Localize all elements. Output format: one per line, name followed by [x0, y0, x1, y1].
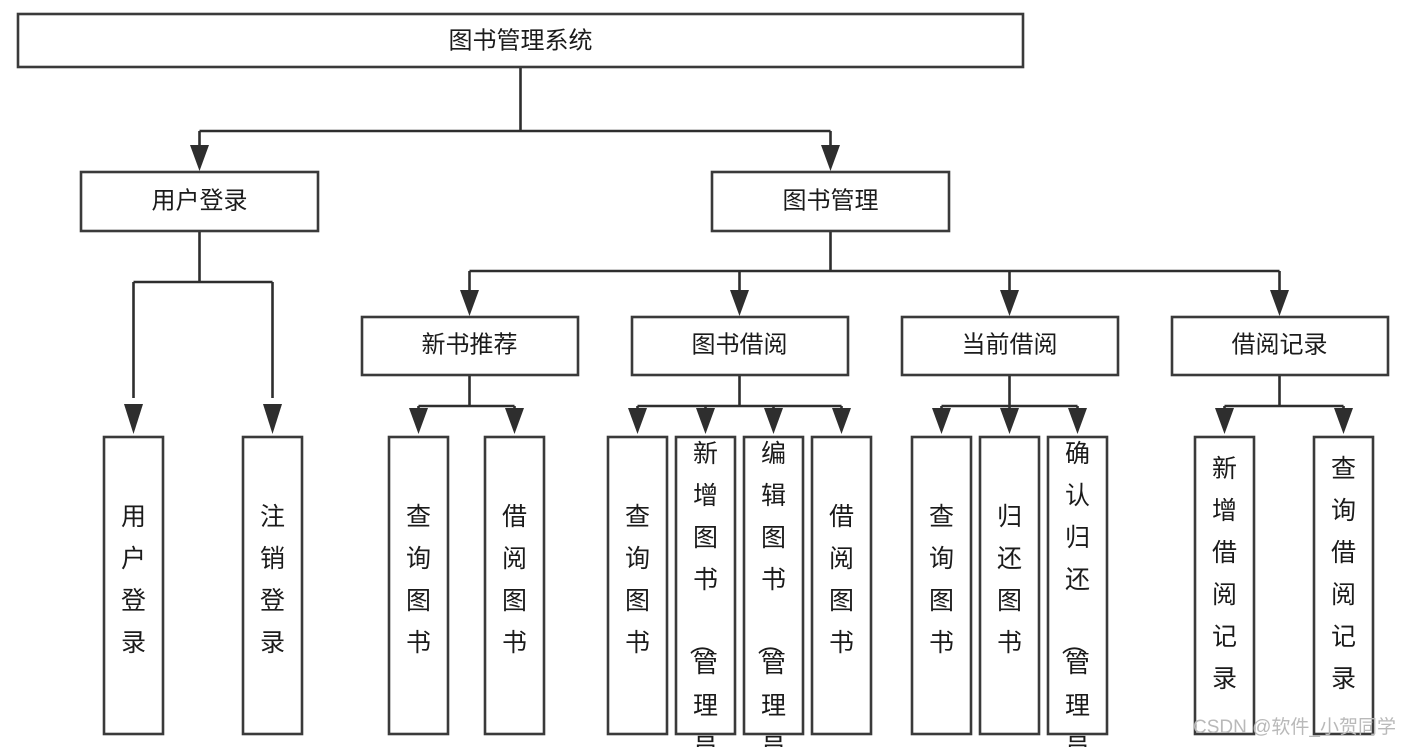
leaf-label: 编辑图书（管理员）: [755, 440, 786, 747]
new-book-recommend-box[interactable]: [360, 315, 580, 377]
node-book-manage[interactable]: 图书管理: [710, 170, 951, 233]
book-manage-label: 图书管理: [783, 187, 879, 214]
root-box[interactable]: [16, 12, 1025, 69]
leaf-label: 新增借阅记录: [1212, 455, 1237, 693]
borrow-records-box[interactable]: [1170, 315, 1390, 377]
user-login-label: 用户登录: [152, 187, 248, 214]
leaf-book-borrow-0[interactable]: 查询图书: [606, 435, 669, 736]
leaf-borrow-records-1[interactable]: 查询借阅记录: [1312, 435, 1375, 736]
leaf-label: 查询图书: [406, 503, 431, 657]
leaf-current-borrow-2[interactable]: 确认归还（管理员）: [1046, 435, 1109, 747]
node-user-login[interactable]: 用户登录: [79, 170, 320, 233]
leaf-label: 用户登录: [121, 503, 146, 657]
leaf-label: 确认归还（管理员）: [1059, 440, 1090, 747]
leaf-box[interactable]: [674, 435, 737, 736]
leaf-new-book-recommend-0[interactable]: 查询图书: [387, 435, 450, 736]
leaf-box[interactable]: [910, 435, 973, 736]
arrow-leaf-user-login-2: [263, 404, 282, 434]
arrow-leaf-user-login-1: [124, 404, 143, 434]
root-label: 图书管理系统: [449, 27, 593, 54]
node-book-borrow[interactable]: 图书借阅: [630, 315, 850, 377]
leaf-box[interactable]: [241, 435, 304, 736]
leaf-box[interactable]: [1046, 435, 1109, 736]
leaf-box[interactable]: [978, 435, 1041, 736]
arrow-leaf-book-borrow-3: [764, 408, 783, 434]
arrow-leaf-book-borrow-1: [628, 408, 647, 434]
user-login-box[interactable]: [79, 170, 320, 233]
leaf-label: 新增图书（管理员）: [687, 440, 718, 747]
leaf-box[interactable]: [1193, 435, 1256, 736]
arrow-leaf-book-borrow-2: [696, 408, 715, 434]
leaf-book-borrow-1[interactable]: 新增图书（管理员）: [674, 435, 737, 747]
current-borrow-label: 当前借阅: [962, 331, 1058, 358]
leaf-label: 借阅图书: [829, 503, 854, 657]
leaf-current-borrow-0[interactable]: 查询图书: [910, 435, 973, 736]
book-manage-box[interactable]: [710, 170, 951, 233]
arrow-book-borrow: [730, 290, 749, 316]
arrow-book-manage: [821, 145, 840, 171]
leaf-label: 查询图书: [625, 503, 650, 657]
arrow-leaf-current-borrow-2: [1000, 408, 1019, 434]
current-borrow-box[interactable]: [900, 315, 1120, 377]
leaf-user-login-0[interactable]: 用户登录: [102, 435, 165, 736]
leaf-new-book-recommend-1[interactable]: 借阅图书: [483, 435, 546, 736]
node-new-book-recommend[interactable]: 新书推荐: [360, 315, 580, 377]
arrow-leaf-new-book-2: [505, 408, 524, 434]
csdn-watermark: CSDN @软件_小贺同学: [1193, 716, 1396, 738]
new-book-recommend-label: 新书推荐: [422, 331, 518, 358]
borrow-records-label: 借阅记录: [1232, 331, 1328, 358]
leaf-user-login-1[interactable]: 注销登录: [241, 435, 304, 736]
leaf-label: 查询借阅记录: [1331, 455, 1356, 693]
book-borrow-box[interactable]: [630, 315, 850, 377]
node-current-borrow[interactable]: 当前借阅: [900, 315, 1120, 377]
leaf-label: 归还图书: [997, 503, 1022, 657]
arrow-user-login: [190, 145, 209, 171]
leaf-label: 查询图书: [929, 503, 954, 657]
leaf-box[interactable]: [387, 435, 450, 736]
leaf-current-borrow-1[interactable]: 归还图书: [978, 435, 1041, 736]
leaf-box[interactable]: [102, 435, 165, 736]
leaf-label: 借阅图书: [502, 503, 527, 657]
leaf-book-borrow-2[interactable]: 编辑图书（管理员）: [742, 435, 805, 747]
arrow-leaf-current-borrow-1: [932, 408, 951, 434]
node-root[interactable]: 图书管理系统: [16, 12, 1025, 69]
arrow-borrow-records: [1270, 290, 1289, 316]
arrow-leaf-current-borrow-3: [1068, 408, 1087, 434]
leaf-label: 注销登录: [260, 503, 285, 657]
arrow-current-borrow: [1000, 290, 1019, 316]
arrow-leaf-new-book-1: [409, 408, 428, 434]
leaf-box[interactable]: [483, 435, 546, 736]
arrow-new-book: [460, 290, 479, 316]
arrow-leaf-borrow-records-1: [1215, 408, 1234, 434]
leaf-box[interactable]: [1312, 435, 1375, 736]
arrow-leaf-borrow-records-2: [1334, 408, 1353, 434]
arrow-leaf-book-borrow-4: [832, 408, 851, 434]
leaf-box[interactable]: [606, 435, 669, 736]
leaf-box[interactable]: [742, 435, 805, 736]
leaf-box[interactable]: [810, 435, 873, 736]
leaf-book-borrow-3[interactable]: 借阅图书: [810, 435, 873, 736]
node-borrow-records[interactable]: 借阅记录: [1170, 315, 1390, 377]
connector-layer: [124, 67, 1353, 434]
book-borrow-label: 图书借阅: [692, 331, 788, 358]
leaf-borrow-records-0[interactable]: 新增借阅记录: [1193, 435, 1256, 736]
